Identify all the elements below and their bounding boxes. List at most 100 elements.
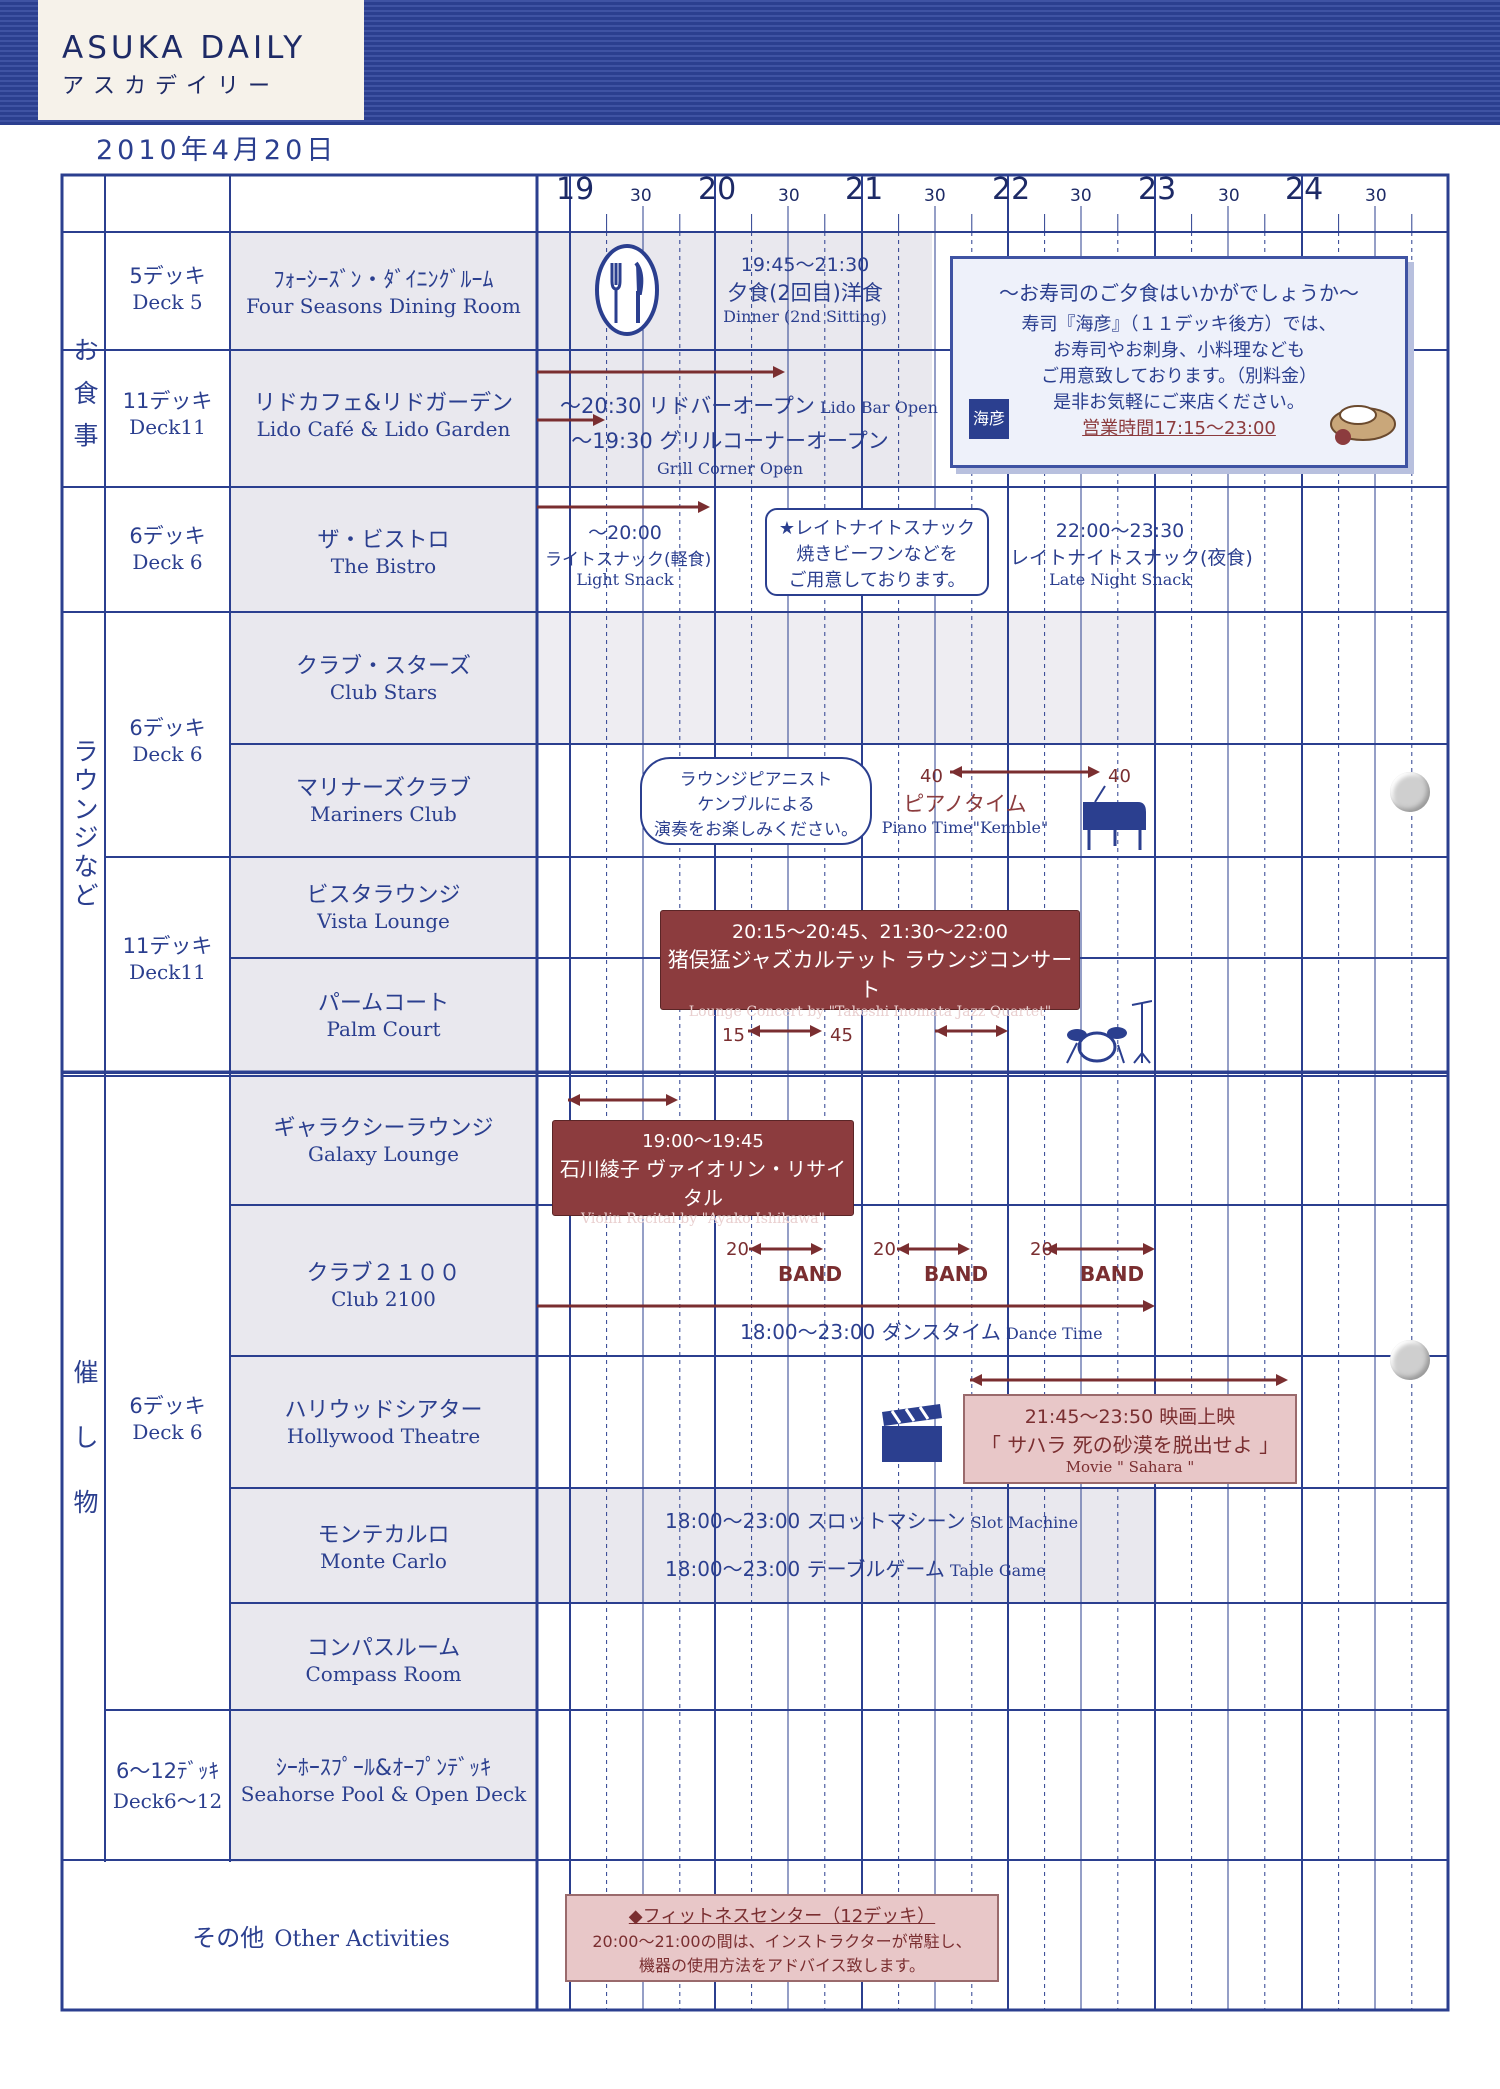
category-dining: お食事	[73, 336, 99, 450]
logo-box	[38, 0, 364, 120]
fitness-center-note: ◆フィットネスセンター（12デッキ） 20:00〜21:00の間は、インストラク…	[565, 1894, 999, 1982]
band-start-minute: 20	[726, 1239, 749, 1260]
half-hour-label: 30	[924, 186, 946, 206]
venue-other: その他 Other Activities	[192, 1924, 450, 1952]
band-start-minute: 20	[873, 1239, 896, 1260]
arrow-head	[958, 1243, 970, 1255]
hour-label: 21	[845, 172, 884, 207]
arrow-head	[1088, 766, 1100, 778]
arrow-head	[749, 1243, 761, 1255]
sushi-ad: 〜お寿司のご夕食はいかがでしょうか〜 寿司『海彦』（１１デッキ後方）では、 お寿…	[950, 256, 1408, 468]
half-hour-label: 30	[1365, 186, 1387, 206]
piano-end-minute: 40	[1108, 766, 1131, 787]
hour-label: 19	[556, 172, 595, 207]
schedule-date: 2010年4月20日	[96, 135, 338, 166]
shade-clubstars	[537, 612, 1157, 744]
arrow-head	[950, 766, 962, 778]
half-hour-label: 30	[1218, 186, 1240, 206]
table-game-event: 18:00〜23:00 テーブルゲーム Table Game	[665, 1557, 1046, 1581]
arrow-head	[568, 1094, 580, 1106]
hour-label: 24	[1285, 172, 1324, 207]
lido-bar-event: 〜20:30 リドバーオープン Lido Bar Open	[560, 394, 938, 418]
half-hour-label: 30	[1070, 186, 1092, 206]
violin-recital-event: 19:00〜19:45 石川綾子 ヴァイオリン・リサイタル Violin Rec…	[552, 1120, 854, 1227]
late-snack-callout: ★レイトナイトスナック 焼きビーフンなどを ご用意しております。	[765, 508, 989, 596]
arrow-head	[666, 1094, 678, 1106]
light-snack-event: 〜20:00 ライトスナック(軽食) Light Snack	[545, 522, 712, 589]
arrow-head	[996, 1025, 1008, 1037]
arrow-head	[935, 1025, 947, 1037]
grill-event: 〜19:30 グリルコーナーオープン Grill Corner Open	[571, 429, 889, 478]
arrow-head	[773, 366, 785, 378]
arrow-head	[897, 1243, 909, 1255]
dance-time-event: 18:00〜23:00 ダンスタイム Dance Time	[740, 1320, 1103, 1344]
dinner-event: 19:45〜21:30 夕食(2回目)洋食 Dinner (2nd Sittin…	[723, 254, 887, 326]
piano-icon	[1083, 785, 1146, 850]
piano-start-minute: 40	[920, 766, 943, 787]
band-label: BAND	[1080, 1262, 1145, 1286]
category-events: 催し物	[73, 1358, 99, 1517]
arrow-head	[1143, 1243, 1155, 1255]
arrow-head	[970, 1374, 982, 1386]
half-hour-label: 30	[778, 186, 800, 206]
clapperboard-icon	[882, 1404, 942, 1462]
hour-label: 22	[992, 172, 1031, 207]
table-border	[60, 173, 1450, 2012]
arrow-head	[1276, 1374, 1288, 1386]
half-hour-label: 30	[630, 186, 652, 206]
arrow-head	[593, 414, 605, 426]
arrow-head	[1045, 1243, 1057, 1255]
arrow-head	[810, 1025, 822, 1037]
logo-title: ASUKA DAILY	[62, 30, 307, 66]
sushi-hours: 営業時間17:15〜23:00	[1082, 418, 1276, 439]
hour-label: 23	[1138, 172, 1177, 207]
band-label: BAND	[778, 1262, 843, 1286]
category-lounges: ラウンジなど	[73, 737, 99, 910]
piano-time-event: ピアノタイム Piano Time"Kemble"	[881, 792, 1049, 837]
sushi-plate-icon	[1330, 405, 1396, 445]
jazz-start-minute: 15	[722, 1025, 745, 1046]
arrow-head	[698, 501, 710, 513]
sushi-logo: 海彦	[969, 399, 1009, 439]
logo-subtitle: アスカデイリー	[62, 74, 280, 99]
binder-hole	[1390, 772, 1430, 812]
movie-event: 21:45〜23:50 映画上映 「 サハラ 死の砂漠を脱出せよ 」 Movie…	[963, 1394, 1297, 1484]
band-label: BAND	[924, 1262, 989, 1286]
pianist-callout: ラウンジピアニスト ケンブルによる 演奏をお楽しみください。	[640, 757, 872, 845]
shade-monte	[537, 1488, 1157, 1603]
binder-hole	[1390, 1340, 1430, 1380]
fork-knife-icon	[595, 244, 659, 336]
jazz-end-minute: 45	[830, 1025, 853, 1046]
hour-label: 20	[698, 172, 737, 207]
late-night-snack-event: 22:00〜23:30 レイトナイトスナック(夜食) Late Night Sn…	[1010, 520, 1253, 589]
venue-shade	[230, 232, 537, 1862]
arrow-head	[748, 1025, 760, 1037]
slot-machine-event: 18:00〜23:00 スロットマシーン Slot Machine	[665, 1509, 1079, 1533]
band-start-minute: 20	[1030, 1239, 1053, 1260]
arrow-head	[1143, 1300, 1155, 1312]
drum-kit-icon	[1066, 1000, 1152, 1064]
jazz-concert-event: 20:15〜20:45、21:30〜22:00 猪俣猛ジャズカルテット ラウンジ…	[660, 910, 1080, 1020]
arrow-head	[811, 1243, 823, 1255]
